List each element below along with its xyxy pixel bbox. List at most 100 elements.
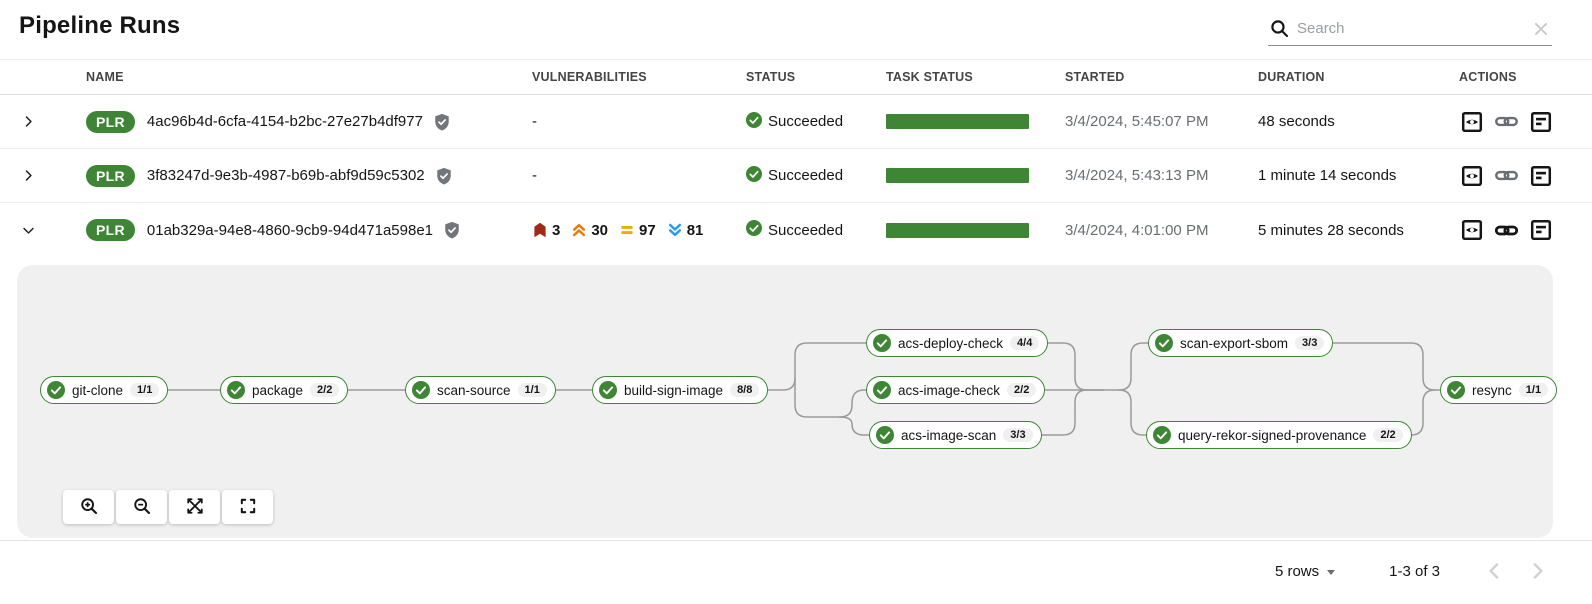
task-status-bar [886, 222, 1029, 238]
previous-page-button[interactable] [1484, 561, 1504, 581]
fit-to-screen-icon [186, 497, 204, 518]
signed-shield-icon [433, 113, 451, 131]
success-status-icon [746, 111, 762, 132]
plr-badge: PLR [86, 110, 135, 133]
task-step-count: 3/3 [1295, 336, 1325, 350]
graph-controls [63, 490, 273, 524]
task-label: acs-image-scan [901, 427, 997, 443]
duration-value: 48 seconds [1258, 113, 1335, 130]
plr-badge: PLR [86, 164, 135, 187]
chevron-down-icon [22, 224, 35, 237]
expanded-row-section: git-clone 1/1 package 2/2 scan-source 1/… [0, 257, 1592, 541]
expand-row-button[interactable] [0, 169, 86, 182]
chevron-right-icon [22, 115, 35, 128]
search-input[interactable] [1297, 20, 1524, 37]
task-status-bar [886, 114, 1029, 129]
task-step-count: 2/2 [1373, 428, 1403, 442]
reset-view-button[interactable] [222, 490, 273, 524]
next-page-button[interactable] [1528, 561, 1548, 581]
logs-button[interactable] [1528, 109, 1554, 135]
medium-severity-icon [619, 222, 635, 238]
pipeline-run-name[interactable]: 3f83247d-9e3b-4987-b69b-abf9d59c5302 [146, 167, 425, 184]
chevron-right-icon [22, 169, 35, 182]
link-button[interactable] [1493, 108, 1520, 135]
rows-per-page-dropdown[interactable]: 5 rows [1274, 562, 1336, 580]
expand-row-button[interactable] [0, 115, 86, 128]
success-status-icon [746, 220, 762, 240]
collapse-row-button[interactable] [0, 224, 86, 237]
task-label: build-sign-image [624, 382, 724, 398]
link-button[interactable] [1493, 162, 1520, 189]
started-timestamp: 3/4/2024, 5:43:13 PM [1065, 167, 1209, 184]
search-icon [1270, 19, 1289, 38]
task-step-count: 1/1 [1518, 383, 1549, 397]
pipeline-run-name[interactable]: 4ac96b4d-6cfa-4154-b2bc-27e27b4df977 [146, 113, 423, 130]
zoom-out-button[interactable] [116, 490, 167, 524]
pagination-bar: 5 rows 1-3 of 3 [0, 541, 1592, 601]
view-output-button[interactable] [1459, 109, 1485, 135]
task-success-icon [873, 334, 891, 352]
duration-value: 5 minutes 28 seconds [1258, 221, 1404, 239]
task-label: query-rekor-signed-provenance [1178, 427, 1367, 443]
task-step-count: 3/3 [1003, 428, 1033, 442]
view-output-button[interactable] [1459, 217, 1485, 243]
task-label: package [252, 382, 304, 398]
zoom-in-button[interactable] [63, 490, 114, 524]
medium-severity: 97 [619, 222, 656, 239]
task-success-icon [1155, 334, 1173, 352]
status-label: Succeeded [768, 221, 844, 239]
task-success-icon [1447, 381, 1465, 399]
task-step-count: 4/4 [1010, 336, 1040, 350]
clear-search-icon[interactable] [1532, 20, 1550, 38]
task-node-scan-export-sbom[interactable]: scan-export-sbom 3/3 [1148, 329, 1334, 357]
task-label: resync [1472, 382, 1512, 398]
task-step-count: 8/8 [730, 383, 760, 397]
fit-to-screen-button[interactable] [169, 490, 220, 524]
low-severity: 81 [667, 222, 703, 239]
column-header-vulnerabilities: VULNERABILITIES [532, 70, 647, 84]
task-success-icon [599, 381, 617, 399]
view-output-button[interactable] [1459, 163, 1485, 189]
link-button[interactable] [1493, 217, 1520, 244]
task-step-count: 2/2 [310, 383, 340, 397]
task-node-git-clone[interactable]: git-clone 1/1 [40, 376, 169, 404]
column-header-duration: DURATION [1258, 70, 1325, 84]
reset-view-icon [239, 497, 257, 518]
started-timestamp: 3/4/2024, 5:45:07 PM [1065, 113, 1209, 130]
logs-button[interactable] [1528, 217, 1554, 243]
task-node-acs-image-check[interactable]: acs-image-check 2/2 [866, 376, 1046, 404]
rows-per-page-label: 5 rows [1274, 562, 1320, 580]
signed-shield-icon [443, 221, 461, 239]
column-header-started: STARTED [1065, 70, 1125, 84]
pipeline-graph-panel: git-clone 1/1 package 2/2 scan-source 1/… [17, 265, 1558, 538]
task-status-bar [886, 168, 1029, 183]
rows-per-page-caret-icon [1327, 569, 1336, 575]
table-row: PLR 4ac96b4d-6cfa-4154-b2bc-27e27b4df977… [0, 95, 1592, 149]
task-label: scan-source [437, 382, 511, 398]
task-node-resync[interactable]: resync 1/1 [1440, 376, 1558, 404]
task-node-acs-deploy-check[interactable]: acs-deploy-check 4/4 [866, 329, 1049, 357]
task-node-build-sign-image[interactable]: build-sign-image 8/8 [592, 376, 769, 404]
page-header: Pipeline Runs [0, 0, 1592, 59]
column-header-status: STATUS [746, 70, 796, 84]
success-status-icon [746, 165, 762, 186]
zoom-in-icon [80, 497, 98, 518]
low-severity-icon [667, 222, 683, 238]
critical-severity: 3 [532, 222, 560, 239]
page-title: Pipeline Runs [19, 12, 181, 39]
task-node-acs-image-scan[interactable]: acs-image-scan 3/3 [869, 421, 1042, 449]
medium-count: 97 [639, 221, 656, 239]
task-success-icon [873, 381, 891, 399]
duration-value: 1 minute 14 seconds [1258, 167, 1397, 184]
task-success-icon [412, 381, 430, 399]
pipeline-run-name[interactable]: 01ab329a-94e8-4860-9cb9-94d471a598e1 [146, 221, 433, 239]
status-label: Succeeded [768, 113, 844, 130]
task-step-count: 1/1 [517, 383, 547, 397]
task-node-package[interactable]: package 2/2 [220, 376, 349, 404]
task-node-query-rekor-signed-provenance[interactable]: query-rekor-signed-provenance 2/2 [1146, 421, 1412, 449]
task-label: scan-export-sbom [1180, 335, 1289, 351]
high-count: 30 [591, 221, 609, 239]
task-success-icon [876, 426, 894, 444]
task-node-scan-source[interactable]: scan-source 1/1 [405, 376, 556, 404]
logs-button[interactable] [1528, 163, 1554, 189]
